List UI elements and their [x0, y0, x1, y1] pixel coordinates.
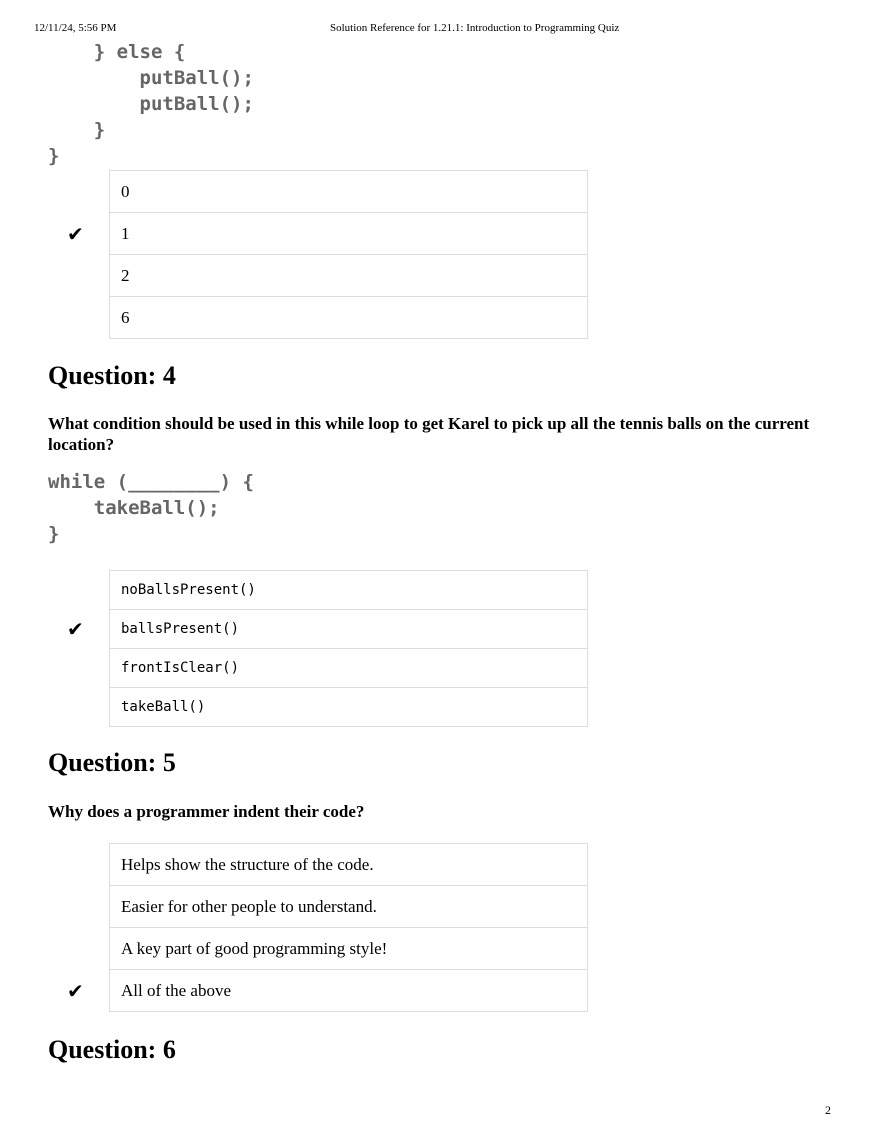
answer-option-text: Easier for other people to understand.: [109, 885, 588, 928]
code-snippet-q4: while (________) { takeBall(); }: [48, 471, 254, 545]
answer-option: Easier for other people to understand.: [109, 885, 588, 928]
print-title: Solution Reference for 1.21.1: Introduct…: [330, 22, 620, 34]
answer-option: 6: [109, 296, 588, 339]
answer-table-q4: noBallsPresent()✔ballsPresent()frontIsCl…: [67, 570, 588, 727]
question-heading-6: Question: 6: [48, 1035, 176, 1064]
question-heading-4: Question: 4: [48, 361, 176, 390]
answer-option: ✔All of the above: [67, 969, 588, 1012]
answer-option-text: 2: [109, 254, 588, 297]
answer-option: 0: [109, 170, 588, 213]
answer-option-text: takeBall(): [109, 687, 588, 727]
answer-option-text: ✔1: [67, 212, 588, 255]
answer-option-text: 0: [109, 170, 588, 213]
question-text-5: Why does a programmer indent their code?: [48, 802, 365, 821]
correct-check-icon: ✔: [67, 221, 84, 246]
answer-option: noBallsPresent(): [109, 570, 588, 610]
answer-option: Helps show the structure of the code.: [109, 843, 588, 886]
answer-option: ✔1: [67, 212, 588, 255]
answer-table-q5: Helps show the structure of the code.Eas…: [67, 843, 588, 1012]
answer-option: A key part of good programming style!: [109, 927, 588, 970]
answer-option-text: noBallsPresent(): [109, 570, 588, 610]
answer-option: frontIsClear(): [109, 648, 588, 688]
answer-option-text: A key part of good programming style!: [109, 927, 588, 970]
question-text-4: What condition should be used in this wh…: [48, 414, 810, 454]
correct-check-icon: ✔: [67, 978, 84, 1003]
answer-option-text: ✔All of the above: [67, 969, 588, 1012]
answer-option: 2: [109, 254, 588, 297]
answer-option-text: ✔ballsPresent(): [67, 609, 588, 649]
question-heading-5: Question: 5: [48, 748, 176, 777]
code-snippet-q3: } else { putBall(); putBall(); } }: [48, 41, 254, 167]
answer-option-text: frontIsClear(): [109, 648, 588, 688]
answer-option: takeBall(): [109, 687, 588, 727]
answer-option-text: 6: [109, 296, 588, 339]
answer-option: ✔ballsPresent(): [67, 609, 588, 649]
page-number: 2: [825, 1103, 831, 1117]
answer-option-text: Helps show the structure of the code.: [109, 843, 588, 886]
correct-check-icon: ✔: [67, 617, 84, 641]
print-datetime: 12/11/24, 5:56 PM: [34, 22, 117, 34]
